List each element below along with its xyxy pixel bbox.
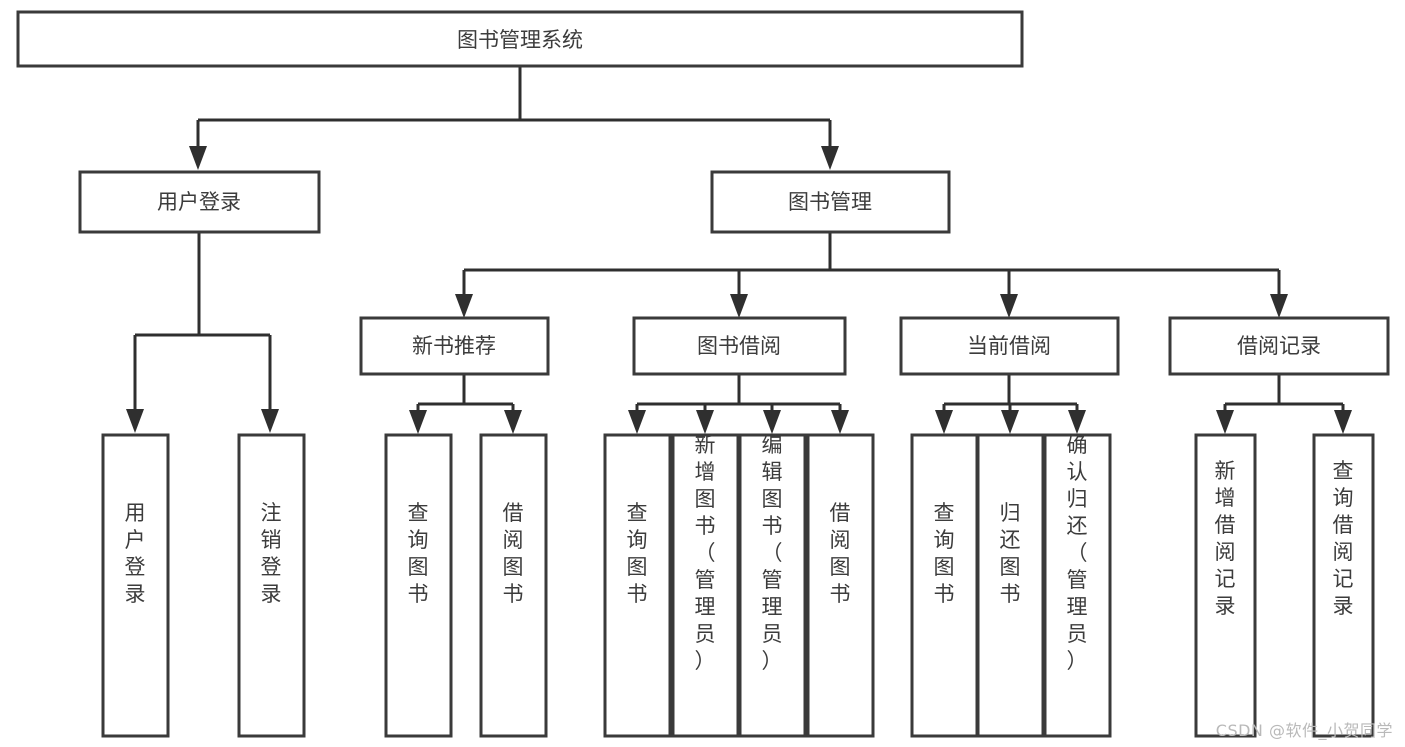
node-label-root: 图书管理系统 [457, 28, 583, 52]
node-leaf-new-book-borrow[interactable]: 借阅图书 [479, 433, 548, 738]
node-label-leaf: 借阅图书 [503, 501, 524, 606]
arrow-icon [831, 410, 849, 434]
node-label-leaf: 查询图书 [408, 501, 429, 606]
arrow-icon [763, 410, 781, 434]
node-label-leaf: 新增图书（管理员） [695, 433, 716, 673]
node-root-system[interactable]: 图书管理系统 [16, 10, 1024, 68]
connector-group-borrow-record [1216, 374, 1352, 434]
node-leaf-current-borrow-confirm[interactable]: 确认归还（管理员） [1043, 433, 1112, 738]
arrow-icon [126, 409, 144, 433]
arrow-icon [189, 146, 207, 170]
arrow-icon [261, 409, 279, 433]
connector-group-root [189, 66, 839, 170]
node-box [101, 433, 170, 738]
node-label-leaf: 借阅图书 [830, 501, 851, 606]
node-label-leaf: 确认归还（管理员） [1067, 433, 1088, 673]
connector-group-new-book [409, 374, 522, 434]
node-leaf-current-borrow-return[interactable]: 归还图书 [976, 433, 1045, 738]
node-box [16, 10, 1024, 68]
node-box [237, 433, 306, 738]
node-box [78, 170, 321, 234]
node-box [1043, 433, 1112, 738]
node-box [976, 433, 1045, 738]
node-label-leaf: 查询图书 [934, 501, 955, 606]
arrow-icon [1001, 410, 1019, 434]
arrow-icon [1068, 410, 1086, 434]
node-box [384, 433, 453, 738]
node-label-leaf: 查询借阅记录 [1333, 459, 1354, 618]
node-label-user-login: 用户登录 [157, 190, 241, 214]
node-label-new-book-recommend: 新书推荐 [412, 334, 496, 358]
node-leaf-user-login-logout[interactable]: 注销登录 [237, 433, 306, 738]
node-box [1168, 316, 1390, 376]
arrow-icon [409, 410, 427, 434]
node-label-leaf: 新增借阅记录 [1215, 459, 1236, 618]
connector-group-current-borrow [935, 374, 1086, 434]
node-leaf-book-borrow-add[interactable]: 新增图书（管理员） [671, 433, 740, 738]
node-borrow-record[interactable]: 借阅记录 [1168, 316, 1390, 376]
arrow-icon [455, 294, 473, 318]
connector-group-book-manage [455, 232, 1288, 318]
node-box [910, 433, 979, 738]
node-leaf-borrow-record-add[interactable]: 新增借阅记录 [1194, 433, 1257, 738]
node-box [603, 433, 672, 738]
node-label-book-manage: 图书管理 [788, 190, 872, 214]
arrow-icon [1334, 410, 1352, 434]
node-label-book-borrow: 图书借阅 [697, 334, 781, 358]
node-leaf-book-borrow-edit[interactable]: 编辑图书（管理员） [738, 433, 807, 738]
node-leaf-borrow-record-query[interactable]: 查询借阅记录 [1312, 433, 1375, 738]
node-label-borrow-record: 借阅记录 [1237, 334, 1321, 358]
node-box [671, 433, 740, 738]
connector-group-book-borrow [628, 374, 849, 434]
node-box [899, 316, 1120, 376]
arrow-icon [628, 410, 646, 434]
node-box [806, 433, 875, 738]
node-box [710, 170, 951, 234]
node-current-borrow[interactable]: 当前借阅 [899, 316, 1120, 376]
node-user-login[interactable]: 用户登录 [78, 170, 321, 234]
arrow-icon [821, 146, 839, 170]
node-book-manage[interactable]: 图书管理 [710, 170, 951, 234]
node-box [738, 433, 807, 738]
node-box [1194, 433, 1257, 738]
node-box [479, 433, 548, 738]
node-label-current-borrow: 当前借阅 [967, 334, 1051, 358]
node-label-leaf: 注销登录 [261, 501, 282, 606]
node-leaf-user-login-login[interactable]: 用户登录 [101, 433, 170, 738]
node-leaf-current-borrow-query[interactable]: 查询图书 [910, 433, 979, 738]
arrow-icon [730, 294, 748, 318]
node-label-leaf: 用户登录 [125, 501, 146, 606]
node-box [632, 316, 847, 376]
node-box [1312, 433, 1375, 738]
node-new-book-recommend[interactable]: 新书推荐 [359, 316, 550, 376]
arrow-icon [1216, 410, 1234, 434]
node-book-borrow[interactable]: 图书借阅 [632, 316, 847, 376]
arrow-icon [696, 410, 714, 434]
node-label-leaf: 查询图书 [627, 501, 648, 606]
node-leaf-new-book-query[interactable]: 查询图书 [384, 433, 453, 738]
node-label-leaf: 编辑图书（管理员） [762, 433, 783, 673]
arrow-icon [1000, 294, 1018, 318]
node-label-leaf: 归还图书 [1000, 501, 1021, 606]
arrow-icon [504, 410, 522, 434]
node-leaf-book-borrow-lend[interactable]: 借阅图书 [806, 433, 875, 738]
connector-group-user-login [126, 232, 279, 433]
arrow-icon [1270, 294, 1288, 318]
arrow-icon [935, 410, 953, 434]
node-box [359, 316, 550, 376]
node-leaf-book-borrow-query[interactable]: 查询图书 [603, 433, 672, 738]
